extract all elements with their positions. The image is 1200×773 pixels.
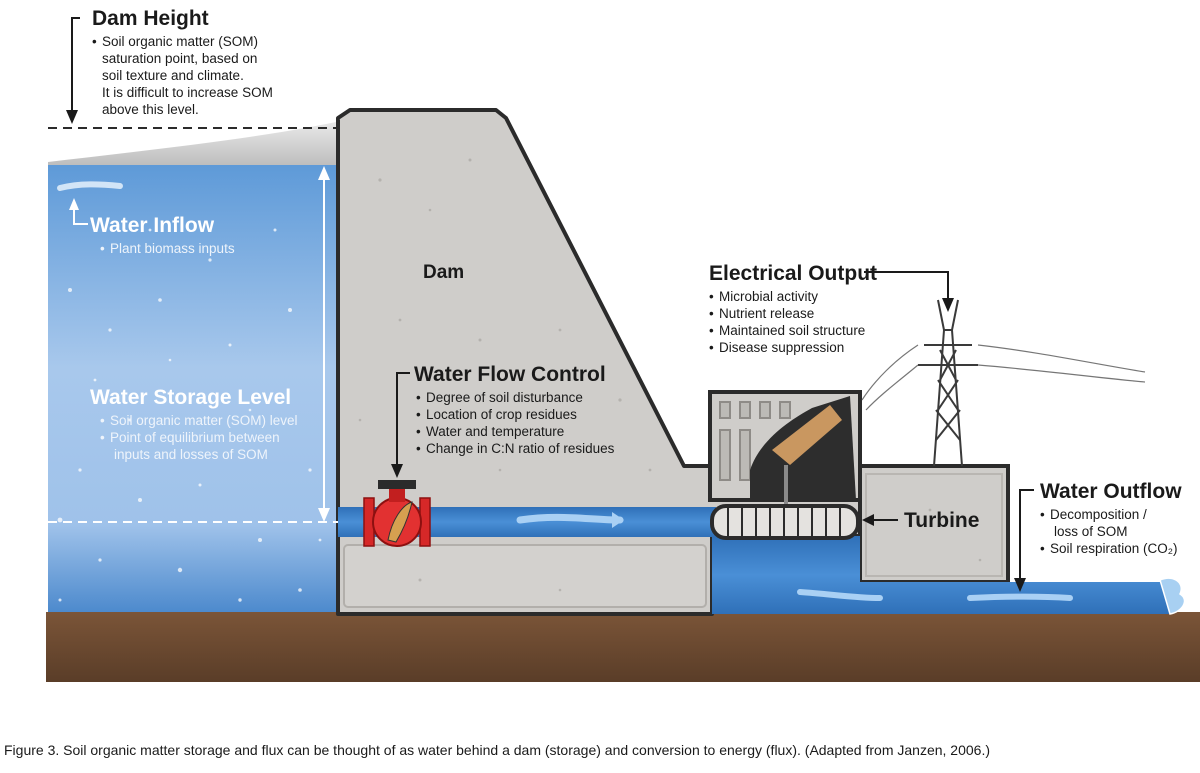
storage-arrow-bottom	[318, 508, 330, 522]
water-inflow-title: Water Inflow	[90, 214, 215, 237]
electrical-bullet-2: Maintained soil structure	[709, 322, 877, 339]
turbine-title: Turbine	[904, 509, 980, 532]
pipe-flow-arrow	[516, 513, 624, 524]
outflow-splash	[1159, 577, 1186, 615]
flow-valve	[363, 480, 431, 547]
dam-height-description: •Soil organic matter (SOM) saturation po…	[92, 33, 273, 118]
channel-flow-arrow-2	[967, 593, 1073, 601]
reservoir-surface	[48, 122, 336, 170]
electrical-output-bullets: Microbial activity Nutrient release Main…	[709, 288, 877, 356]
water-outflow-title: Water Outflow	[1040, 480, 1182, 503]
flow-control-bullet-0: Degree of soil disturbance	[416, 389, 614, 406]
water-storage-title: Water Storage Level	[90, 386, 292, 409]
dam-height-line-2: soil texture and climate.	[102, 68, 244, 83]
flow-control-arrowhead	[391, 464, 403, 478]
water-inflow-annotation: Water Inflow Plant biomass inputs	[90, 214, 235, 257]
dam-height-leader	[71, 17, 80, 118]
turbine-wheel	[710, 504, 860, 540]
dam-height-annotation: Dam Height •Soil organic matter (SOM) sa…	[92, 7, 273, 118]
concrete-texture	[358, 158, 982, 592]
water-outflow-annotation: Water Outflow Decomposition / loss of SO…	[1040, 480, 1182, 557]
electrical-bullet-0: Microbial activity	[709, 288, 877, 305]
dam-height-line-1: saturation point, based on	[102, 51, 258, 66]
dam-height-arrowhead	[66, 110, 78, 124]
outflow-bullet-1: Soil respiration (CO₂)	[1040, 540, 1182, 557]
water-flow-control-title: Water Flow Control	[414, 363, 606, 386]
flow-control-leader	[396, 372, 410, 470]
turbine-annotation: Turbine	[904, 509, 979, 533]
powerhouse-block	[858, 464, 1010, 584]
turbine-arrowhead	[862, 514, 874, 526]
electrical-leader	[864, 271, 949, 302]
inflow-leader	[73, 206, 88, 225]
soil-ground	[46, 612, 1200, 682]
generator-windows	[719, 401, 791, 481]
electrical-arrowhead	[942, 298, 954, 312]
water-inflow-bullet-0: Plant biomass inputs	[100, 240, 235, 257]
inflow-arrowhead	[69, 198, 79, 210]
dam-lower-panel	[343, 544, 707, 608]
flow-control-bullet-1: Location of crop residues	[416, 406, 614, 423]
water-flow-control-bullets: Degree of soil disturbance Location of c…	[414, 389, 614, 457]
water-storage-bullet-1: Point of equilibrium between	[100, 429, 298, 446]
outflow-arrowhead	[1014, 578, 1026, 592]
dam-label: Dam	[423, 262, 465, 283]
water-storage-bullets: Soil organic matter (SOM) level Point of…	[90, 412, 298, 463]
outflow-bullet-0: Decomposition /	[1040, 506, 1182, 523]
outflow-leader	[1019, 489, 1034, 584]
electrical-bullet-1: Nutrient release	[709, 305, 877, 322]
electrical-output-annotation: Electrical Output Microbial activity Nut…	[709, 262, 877, 356]
water-bubbles	[57, 228, 322, 602]
generator-part	[772, 405, 842, 465]
pipe-flow-arrowhead	[612, 512, 624, 528]
dam-height-title: Dam Height	[92, 7, 209, 30]
inflow-arrow	[57, 181, 123, 191]
water-inflow-bullets: Plant biomass inputs	[90, 240, 235, 257]
flow-control-bullet-3: Change in C:N ratio of residues	[416, 440, 614, 457]
electrical-bullet-3: Disease suppression	[709, 339, 877, 356]
power-tower	[918, 299, 978, 467]
flow-control-bullet-2: Water and temperature	[416, 423, 614, 440]
channel-flow-arrow	[797, 589, 883, 601]
figure-caption: Figure 3. Soil organic matter storage an…	[4, 742, 990, 758]
outflow-continuation: loss of SOM	[1054, 524, 1128, 539]
dam-height-line-4: above this level.	[102, 102, 199, 117]
water-storage-annotation: Water Storage Level Soil organic matter …	[90, 386, 298, 463]
storage-arrow-top	[318, 166, 330, 180]
dam-height-line-3: It is difficult to increase SOM	[102, 85, 273, 100]
water-storage-continuation: inputs and losses of SOM	[114, 447, 268, 462]
power-lines	[861, 344, 1146, 411]
water-outflow-bullets: Decomposition / loss of SOM Soil respira…	[1040, 506, 1182, 557]
powerhouse-inset	[865, 473, 1003, 577]
electrical-output-title: Electrical Output	[709, 262, 878, 285]
dam-height-line-0: •Soil organic matter (SOM)	[92, 34, 259, 49]
water-storage-bullet-0: Soil organic matter (SOM) level	[100, 412, 298, 429]
water-flow-control-annotation: Water Flow Control Degree of soil distur…	[414, 363, 614, 457]
